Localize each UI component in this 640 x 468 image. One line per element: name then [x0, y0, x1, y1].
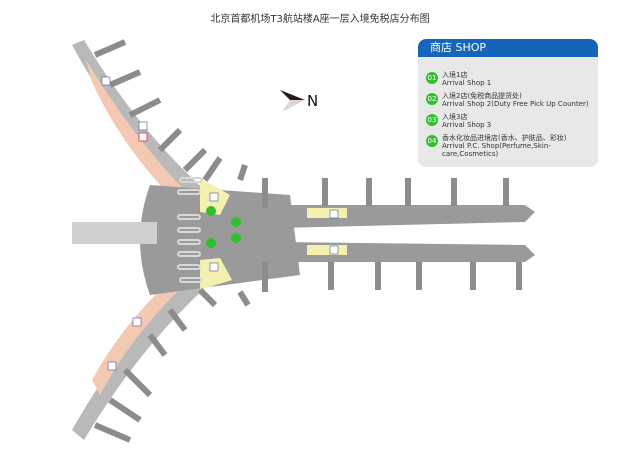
baggage-carousels: [177, 177, 203, 283]
restroom-icon: [107, 361, 117, 371]
shop-name-cn: 入境2店(免税商品提货处): [442, 92, 522, 100]
shop-marker-04: [231, 233, 241, 243]
legend-header: 商店 SHOP: [418, 39, 598, 57]
gates-west: [93, 39, 251, 443]
shop-name-en: Arrival Shop 1: [442, 79, 492, 87]
compass-label: N: [307, 92, 319, 110]
gates-south: [262, 262, 522, 292]
map-title: 北京首都机场T3航站楼A座一层入境免税店分布图: [210, 14, 430, 25]
shop-badge: 01: [426, 72, 438, 84]
legend-item[interactable]: 04 香水化妆品进境店(香水、护肤品、彩妆)Arrival P.C. Shop(…: [426, 134, 598, 158]
shop-name-cn: 入境1店: [442, 71, 468, 79]
entrance-corridor: [72, 222, 157, 244]
restroom-icon: [329, 245, 339, 255]
shop-badge: 02: [426, 93, 438, 105]
shop-marker-02: [206, 206, 216, 216]
shop-name-cn: 香水化妆品进境店(香水、护肤品、彩妆): [442, 134, 567, 142]
gates-north: [262, 178, 509, 208]
restroom-icons: [101, 76, 339, 371]
restroom-icon: [209, 262, 219, 272]
central-hall: [140, 185, 300, 295]
restroom-icon: [209, 192, 219, 202]
shop-area-yellow: [307, 208, 347, 218]
shop-name-en: Arrival P.C. Shop(Perfume,Skin-care,Cosm…: [442, 142, 551, 158]
restroom-icon: [101, 76, 111, 86]
shop-name-en: Arrival Shop 2(Duty Free Pick Up Counter…: [442, 100, 589, 108]
shop-name-en: Arrival Shop 3: [442, 121, 492, 129]
shop-name-cn: 入境3店: [442, 113, 468, 121]
north-arrow-icon: [280, 90, 305, 100]
legend-item[interactable]: 02 入境2店(免税商品提货处)Arrival Shop 2(Duty Free…: [426, 92, 598, 108]
shop-markers[interactable]: [206, 206, 241, 248]
restroom-icon: [138, 121, 148, 131]
restroom-icon: [132, 317, 142, 327]
shop-area-yellow: [200, 258, 232, 290]
shop-marker-03: [231, 217, 241, 227]
shop-area-yellow: [307, 245, 347, 255]
restroom-icon: [329, 209, 339, 219]
first-aid-icon: [138, 132, 148, 142]
shop-marker-01: [206, 238, 216, 248]
shop-badge: 04: [426, 135, 438, 147]
shop-badge: 03: [426, 114, 438, 126]
